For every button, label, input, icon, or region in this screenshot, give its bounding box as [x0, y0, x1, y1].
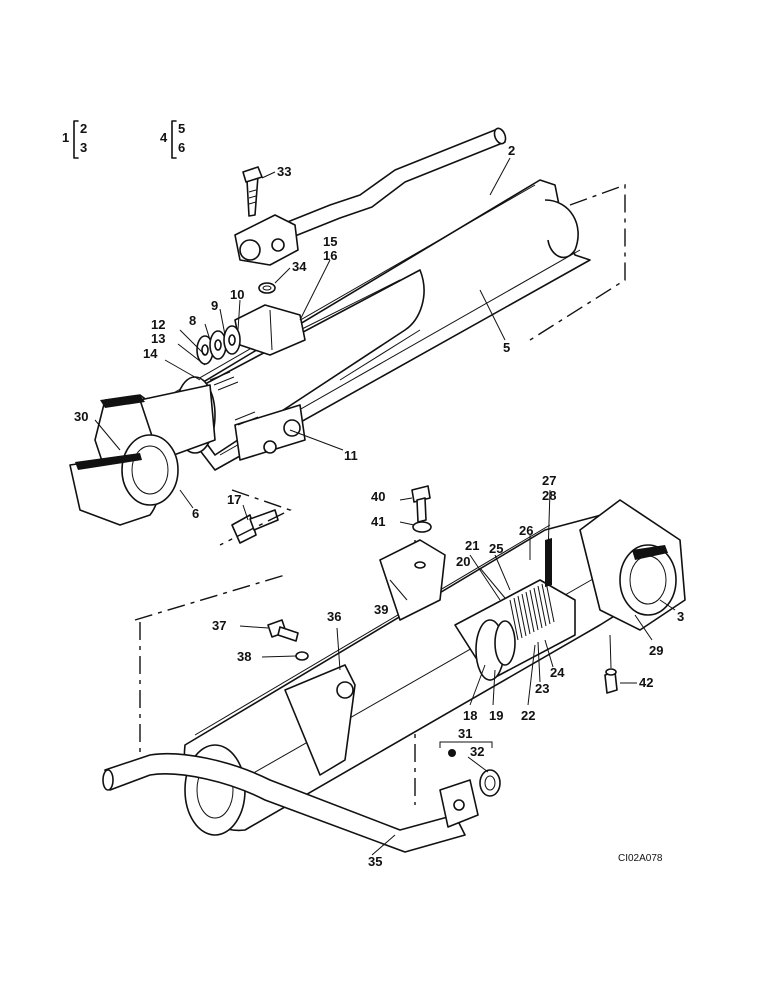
assembly-parent-label: 1	[62, 130, 69, 145]
part-callout: 30	[74, 409, 88, 424]
part-callout: 21	[465, 538, 479, 553]
part-callout: 29	[649, 643, 663, 658]
part-callout: 15	[323, 234, 337, 249]
assembly-group-1: 1 2 3	[62, 120, 87, 159]
part-callout: 35	[368, 854, 382, 869]
part-callout: 17	[227, 492, 241, 507]
assembly-group-4: 4 5 6	[160, 120, 185, 159]
part-callout: 27	[542, 473, 556, 488]
upper-rod-assembly	[69, 127, 591, 544]
part-callout: 5	[503, 340, 510, 355]
part-callout: 39	[374, 602, 388, 617]
assembly-child-label: 6	[178, 140, 185, 155]
part-callout: 31	[458, 726, 472, 741]
part-callout: 9	[211, 298, 218, 313]
piston-thread	[509, 581, 555, 641]
assembly-child-label: 3	[80, 140, 87, 155]
part-callout: 18	[463, 708, 477, 723]
assembly-bracket	[171, 120, 177, 159]
part-callout: 36	[327, 609, 341, 624]
part-callout: 38	[237, 649, 251, 664]
part-callout: 13	[151, 331, 165, 346]
assembly-child-label: 2	[80, 121, 87, 136]
part-callout: 26	[519, 523, 533, 538]
part-callouts: 2 3 5 6 8 9 10 11 12 13 14 15 16 17 18 1…	[74, 143, 684, 869]
part-callout: 23	[535, 681, 549, 696]
part-callout: 3	[677, 609, 684, 624]
part-callout: 28	[542, 488, 556, 503]
part-callout: 6	[192, 506, 199, 521]
part-callout: 8	[189, 313, 196, 328]
part-callout: 14	[143, 346, 158, 361]
part-callout: 37	[212, 618, 226, 633]
part-callout: 25	[489, 541, 503, 556]
drawing-code: CI02A078	[618, 853, 663, 864]
part-callout: 22	[521, 708, 535, 723]
lower-tube-assembly	[102, 485, 686, 853]
part-callout: 33	[277, 164, 291, 179]
part-callout: 11	[344, 448, 358, 463]
part-callout: 10	[230, 287, 244, 302]
part-callout: 24	[550, 665, 565, 680]
part-callout: 40	[371, 489, 385, 504]
assembly-parent-label: 4	[160, 130, 168, 145]
assembly-bracket	[73, 120, 79, 159]
part-callout: 41	[371, 514, 385, 529]
assembly-child-label: 5	[178, 121, 185, 136]
part-callout: 2	[508, 143, 515, 158]
part-callout: 20	[456, 554, 470, 569]
part-callout: 12	[151, 317, 165, 332]
part-callout: 16	[323, 248, 337, 263]
leader-lines	[94, 157, 676, 856]
part-callout: 32	[470, 744, 484, 759]
part-callout: 42	[639, 675, 653, 690]
part-callout: 34	[292, 259, 307, 274]
part-callout: 19	[489, 708, 503, 723]
